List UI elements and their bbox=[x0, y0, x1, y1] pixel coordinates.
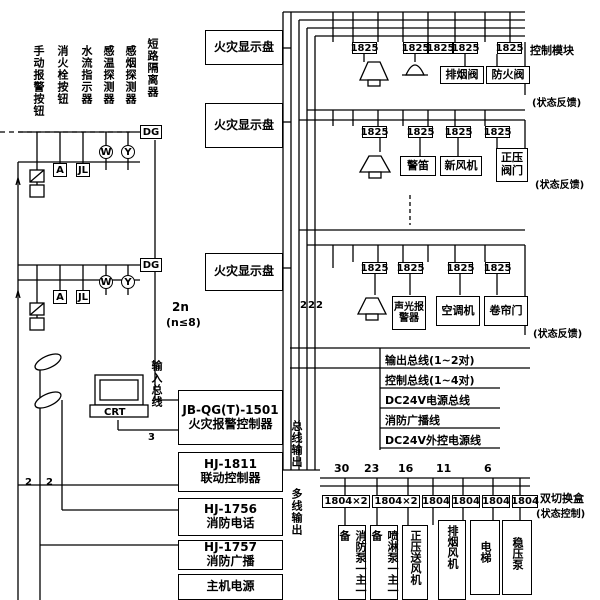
dc24v-external-label: DC24V外控电源线 bbox=[385, 434, 482, 447]
alarm-model: JB-QG(T)-1501 bbox=[182, 402, 279, 417]
alarm-bell: 警笛 bbox=[400, 156, 436, 176]
broadcast-name: 消防广播 bbox=[206, 554, 255, 568]
module-1825: 1825 bbox=[426, 42, 455, 54]
output-bus-label: 输出总线(1~2对) bbox=[385, 354, 475, 367]
fresh-air-unit: 新风机 bbox=[440, 156, 482, 176]
dg-isolator: DG bbox=[140, 125, 162, 139]
wire-count: 30 bbox=[334, 462, 350, 475]
linkage-controller: HJ-1811 联动控制器 bbox=[178, 452, 283, 492]
fire-pump: 消防泵一主一备 bbox=[338, 525, 367, 600]
wire-count: 23 bbox=[364, 462, 380, 475]
fire-damper: 防火阀 bbox=[486, 66, 530, 84]
label-input-bus: 输入总线 bbox=[150, 360, 163, 408]
heat-symbol: W bbox=[99, 145, 113, 159]
wire-num: 2 bbox=[316, 300, 323, 311]
label-smoke-detector: 感烟探测器 bbox=[124, 45, 137, 105]
module-1825: 1825 bbox=[360, 126, 389, 138]
label-hydrant-button: 消火栓按钮 bbox=[56, 45, 69, 105]
dg-isolator: DG bbox=[140, 258, 162, 272]
wire-num: 2 bbox=[25, 477, 32, 488]
rolling-door: 卷帘门 bbox=[484, 296, 528, 326]
label-multi-output: 多线输出 bbox=[290, 488, 303, 536]
fire-display-panel: 火灾显示盘 bbox=[205, 253, 283, 291]
fire-display-panel: 火灾显示盘 bbox=[205, 103, 283, 148]
sprinkler-pump: 喷淋泵一主一备 bbox=[370, 525, 399, 600]
label-bus-output: 总线输出 bbox=[290, 420, 303, 468]
module-1825: 1825 bbox=[401, 42, 430, 54]
broadcast-model: HJ-1757 bbox=[204, 540, 257, 555]
label-heat-detector: 感温探测器 bbox=[102, 45, 115, 105]
dc24v-power-label: DC24V电源总线 bbox=[385, 394, 471, 407]
phone-model: HJ-1756 bbox=[204, 502, 257, 517]
linkage-model: HJ-1811 bbox=[204, 457, 257, 472]
sound-light-alarm: 声光报警器 bbox=[392, 296, 426, 330]
status-feedback: (状态反馈) bbox=[535, 180, 585, 191]
dual-switch-label: 双切换盒 bbox=[540, 492, 584, 505]
label-flow-indicator: 水流指示器 bbox=[80, 45, 93, 105]
label-manual-alarm: 手动报警按钮 bbox=[32, 45, 45, 117]
broadcast-line-label: 消防广播线 bbox=[385, 414, 440, 427]
flow-symbol: JL bbox=[76, 290, 90, 304]
hydrant-symbol: A bbox=[53, 290, 67, 304]
exhaust-fan: 排烟风机 bbox=[438, 520, 466, 600]
fire-alarm-controller: JB-QG(T)-1501 火灾报警控制器 bbox=[178, 390, 283, 445]
module-1804: 1804 bbox=[511, 495, 539, 508]
module-1804x2: 1804×2 bbox=[322, 495, 370, 508]
wire-count: 11 bbox=[436, 462, 452, 475]
module-1825: 1825 bbox=[444, 126, 473, 138]
fire-phone: HJ-1756 消防电话 bbox=[178, 498, 283, 536]
fire-display-panel: 火灾显示盘 bbox=[205, 30, 283, 65]
module-1825: 1825 bbox=[495, 42, 524, 54]
crt-label: CRT bbox=[104, 407, 126, 418]
linkage-name: 联动控制器 bbox=[200, 471, 261, 485]
wire-num: 2 bbox=[46, 477, 53, 488]
module-1804: 1804 bbox=[482, 495, 510, 508]
module-1804x2: 1804×2 bbox=[372, 495, 420, 508]
elevator: 电梯 bbox=[470, 520, 500, 595]
air-conditioner: 空调机 bbox=[436, 296, 480, 326]
smoke-exhaust-valve: 排烟阀 bbox=[440, 66, 484, 84]
fire-broadcast: HJ-1757 消防广播 bbox=[178, 540, 283, 570]
module-1825: 1825 bbox=[446, 262, 475, 274]
wire-num: 2 bbox=[308, 300, 315, 311]
loop-constraint: (n≤8) bbox=[166, 316, 201, 329]
status-feedback: (状态反馈) bbox=[533, 329, 583, 340]
loop-count: 2n bbox=[172, 300, 189, 314]
module-1825: 1825 bbox=[483, 126, 512, 138]
hydrant-symbol: A bbox=[53, 163, 67, 177]
module-1825: 1825 bbox=[396, 262, 425, 274]
wire-count: 6 bbox=[484, 462, 492, 475]
module-1825: 1825 bbox=[360, 262, 389, 274]
module-1825: 1825 bbox=[350, 42, 379, 54]
wire-num: 3 bbox=[148, 432, 155, 443]
module-1804: 1804 bbox=[452, 495, 480, 508]
wire-num: 2 bbox=[300, 300, 307, 311]
main-power: 主机电源 bbox=[178, 574, 283, 600]
control-module-label: 控制模块 bbox=[530, 44, 574, 57]
label-isolator: 短路隔离器 bbox=[146, 38, 159, 98]
module-1825: 1825 bbox=[406, 126, 435, 138]
stabilizer-pump: 稳压泵 bbox=[502, 520, 532, 595]
pressure-valve: 正压阀门 bbox=[496, 148, 528, 182]
status-control-label: (状态控制) bbox=[536, 509, 586, 520]
smoke-symbol: Y bbox=[121, 275, 135, 289]
control-bus-label: 控制总线(1~4对) bbox=[385, 374, 475, 387]
heat-symbol: W bbox=[99, 275, 113, 289]
module-1825: 1825 bbox=[483, 262, 512, 274]
flow-symbol: JL bbox=[76, 163, 90, 177]
phone-name: 消防电话 bbox=[206, 516, 255, 530]
smoke-symbol: Y bbox=[121, 145, 135, 159]
wire-count: 16 bbox=[398, 462, 414, 475]
pressure-fan: 正压送风机 bbox=[402, 525, 428, 600]
status-feedback: (状态反馈) bbox=[532, 98, 582, 109]
module-1804: 1804 bbox=[422, 495, 450, 508]
module-1825: 1825 bbox=[451, 42, 480, 54]
alarm-name: 火灾报警控制器 bbox=[188, 416, 273, 431]
